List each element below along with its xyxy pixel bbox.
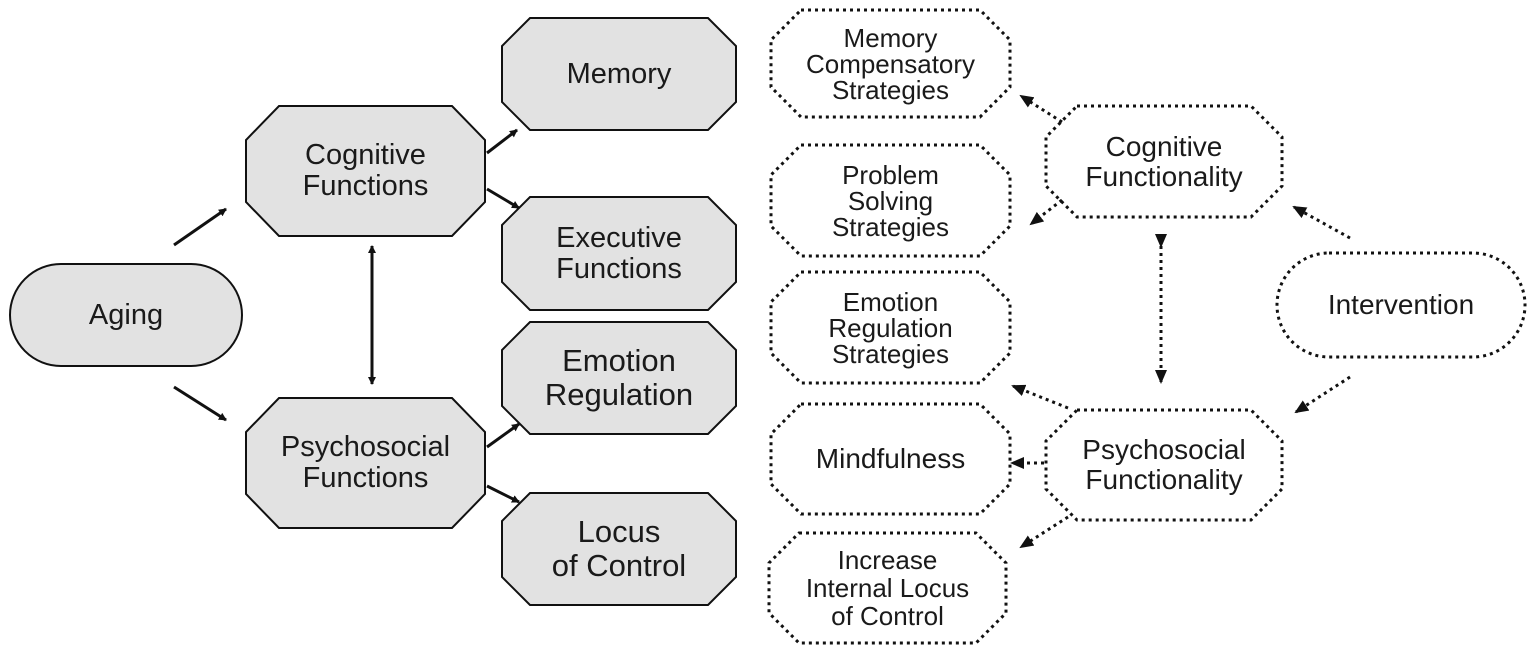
arrow-cognitive-to-memory-compensatory: [1019, 94, 1063, 124]
psychosocial-functionality-node: [1044, 408, 1284, 522]
aging-node: [9, 263, 243, 367]
arrow-intervention-to-cognitive: [1292, 205, 1351, 240]
emotion-regulation-strategies-node: [769, 270, 1012, 385]
arrow-psychosocial-to-locus: [486, 484, 520, 504]
arrow-cognitive-to-executive: [486, 187, 520, 210]
locus-of-control-node: [501, 492, 737, 606]
executive-functions-node: [501, 196, 737, 311]
arrow-aging-to-psychosocial: [173, 385, 227, 422]
arrow-aging-to-cognitive: [173, 207, 227, 247]
mindfulness-node: [769, 402, 1012, 516]
intervention-node: [1275, 251, 1527, 359]
arrow-cognitive-to-memory: [486, 128, 518, 155]
internal-locus-node: [767, 531, 1008, 645]
memory-compensatory-node: [769, 8, 1012, 119]
cognitive-functionality-node: [1044, 104, 1284, 219]
arrow-intervention-to-psychosocial: [1294, 375, 1351, 414]
arrow-psychosocial-to-internal-locus: [1019, 515, 1069, 549]
arrow-cognitive-to-problem-solving: [1029, 198, 1063, 226]
arrow-psychosocial-to-emotion: [486, 422, 520, 449]
cognitive-functions-node: [245, 105, 486, 237]
problem-solving-node: [769, 143, 1012, 258]
emotion-regulation-node: [501, 321, 737, 435]
memory-node: [501, 17, 737, 131]
arrow-psychosocial-to-emotion-strategies: [1011, 384, 1069, 410]
psychosocial-functions-node: [245, 397, 486, 529]
